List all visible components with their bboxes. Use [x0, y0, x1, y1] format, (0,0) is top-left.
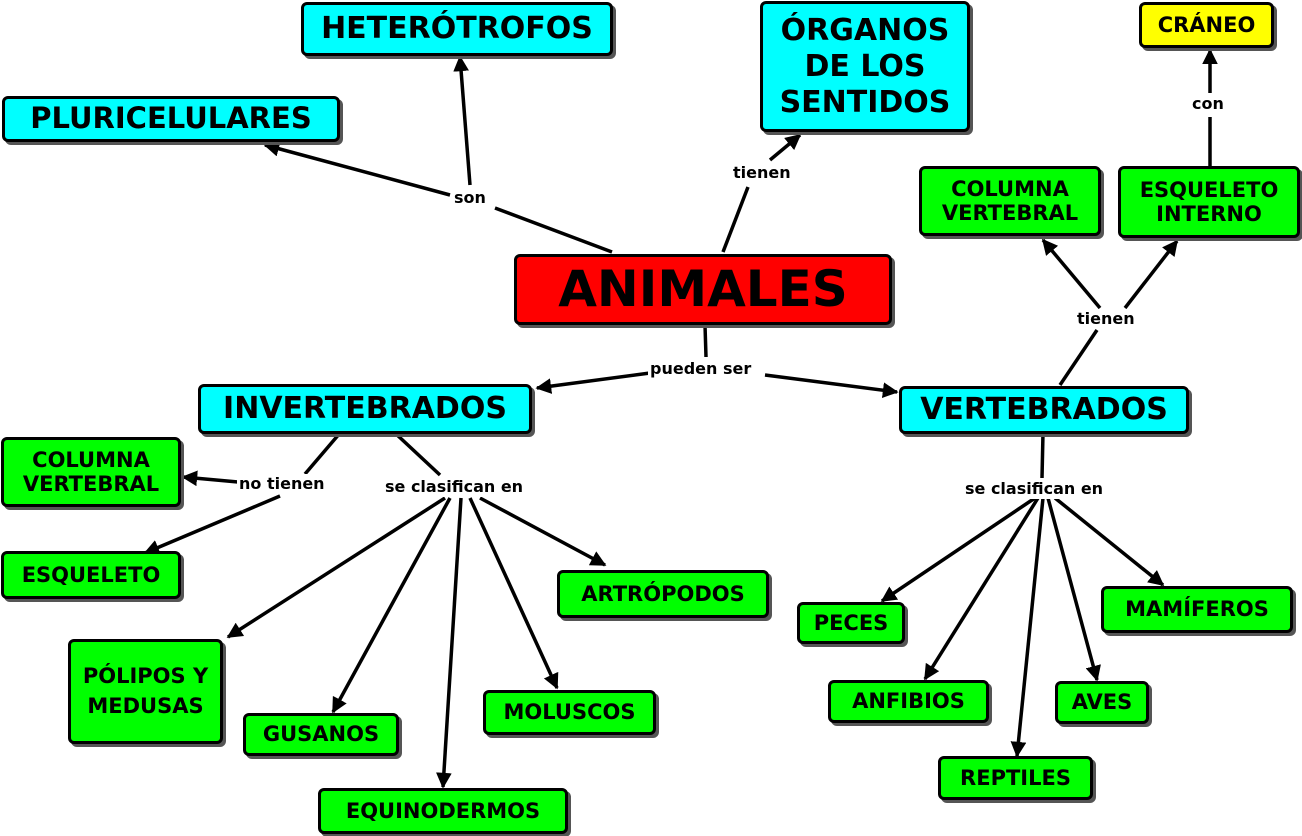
node-artropodos: ARTRÓPODOS — [557, 570, 769, 618]
node-equinodermos: EQUINODERMOS — [318, 788, 568, 834]
node-organos-de-los-sentidos: ÓRGANOS DE LOS SENTIDOS — [760, 1, 970, 132]
node-heterotrofos: HETERÓTROFOS — [301, 2, 613, 56]
node-pluricelulares: PLURICELULARES — [2, 96, 340, 142]
node-craneo: CRÁNEO — [1139, 2, 1274, 48]
node-reptiles: REPTILES — [938, 756, 1093, 800]
node-polipos-y-medusas: PÓLIPOS Y MEDUSAS — [68, 639, 223, 744]
node-invertebrados: INVERTEBRADOS — [198, 384, 532, 434]
label-con: con — [1190, 94, 1226, 114]
label-pueden-ser: pueden ser — [648, 359, 754, 379]
node-vertebrados: VERTEBRADOS — [899, 386, 1189, 434]
label-se-clasifican-invertebrados: se clasifican en — [383, 477, 526, 497]
node-esqueleto-interno: ESQUELETO INTERNO — [1118, 166, 1300, 238]
node-gusanos: GUSANOS — [243, 713, 399, 756]
node-aves: AVES — [1055, 681, 1149, 724]
label-tienen-organos: tienen — [731, 163, 793, 183]
node-moluscos: MOLUSCOS — [483, 690, 656, 735]
node-animales: ANIMALES — [514, 254, 892, 325]
node-mamiferos: MAMÍFEROS — [1101, 586, 1293, 633]
label-son: son — [452, 188, 488, 208]
node-anfibios: ANFIBIOS — [828, 680, 989, 723]
label-no-tienen: no tienen — [237, 474, 327, 494]
node-esqueleto: ESQUELETO — [1, 551, 181, 599]
label-se-clasifican-vertebrados: se clasifican en — [963, 479, 1106, 499]
node-columna-vertebral-vertebrados: COLUMNA VERTEBRAL — [919, 166, 1101, 236]
node-peces: PECES — [797, 602, 905, 644]
label-tienen-vertebrados: tienen — [1075, 309, 1137, 329]
node-columna-vertebral-invertebrados: COLUMNA VERTEBRAL — [1, 437, 181, 507]
